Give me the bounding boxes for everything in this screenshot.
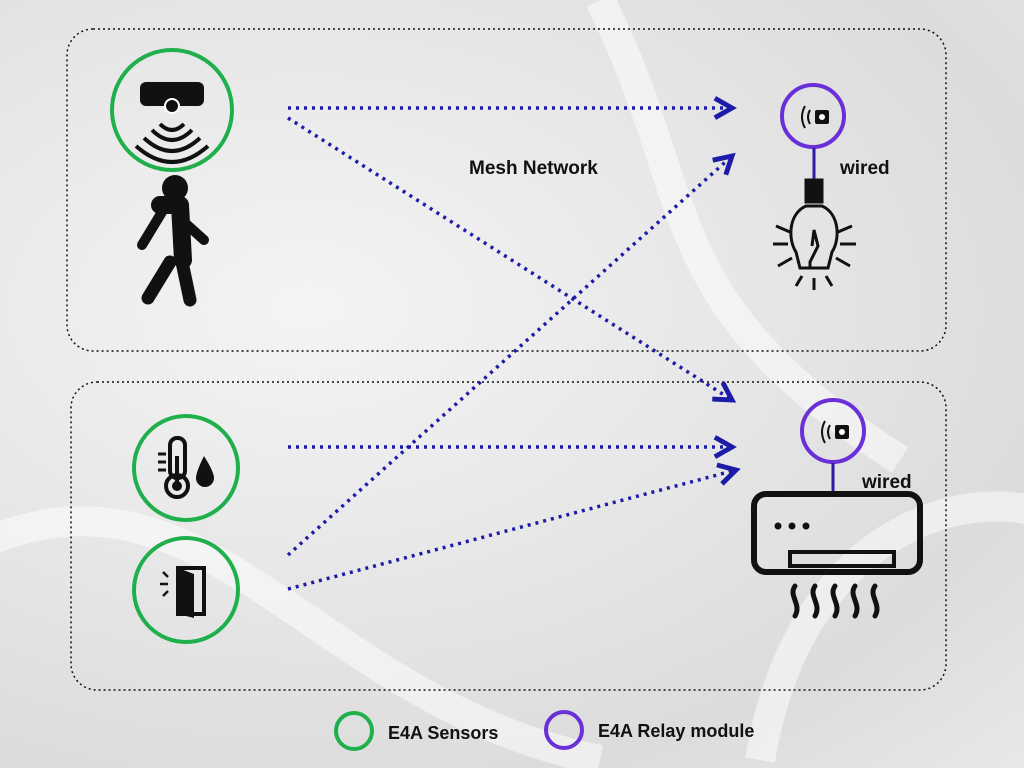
- legend-relay-ring-icon: [544, 710, 584, 750]
- mesh-arrows: [286, 108, 736, 591]
- legend-sensors-label: E4A Sensors: [388, 723, 499, 743]
- ceiling-motion-sensor-icon: [110, 48, 234, 172]
- wired-label-bottom: wired: [862, 472, 912, 493]
- mesh-arrow-door-to-ac: [287, 470, 736, 591]
- thermometer-humidity-icon: [132, 414, 240, 522]
- walking-person-icon: [137, 175, 209, 307]
- air-conditioner-icon: [751, 491, 923, 619]
- legend-sensor-ring-icon: [334, 711, 374, 751]
- wired-label-top: wired: [840, 158, 890, 179]
- legend-relay-label: E4A Relay module: [598, 721, 755, 741]
- relay-module-icon: [780, 83, 846, 149]
- door-sensor-icon: [132, 536, 240, 644]
- light-bulb-icon: [773, 178, 856, 290]
- motion-group-box: [66, 28, 947, 352]
- mesh-arrow-door-to-bulb: [286, 156, 732, 557]
- mesh-network-label: Mesh Network: [469, 158, 598, 179]
- relay-module-icon: [800, 398, 866, 464]
- sensor-group-box: [70, 381, 947, 691]
